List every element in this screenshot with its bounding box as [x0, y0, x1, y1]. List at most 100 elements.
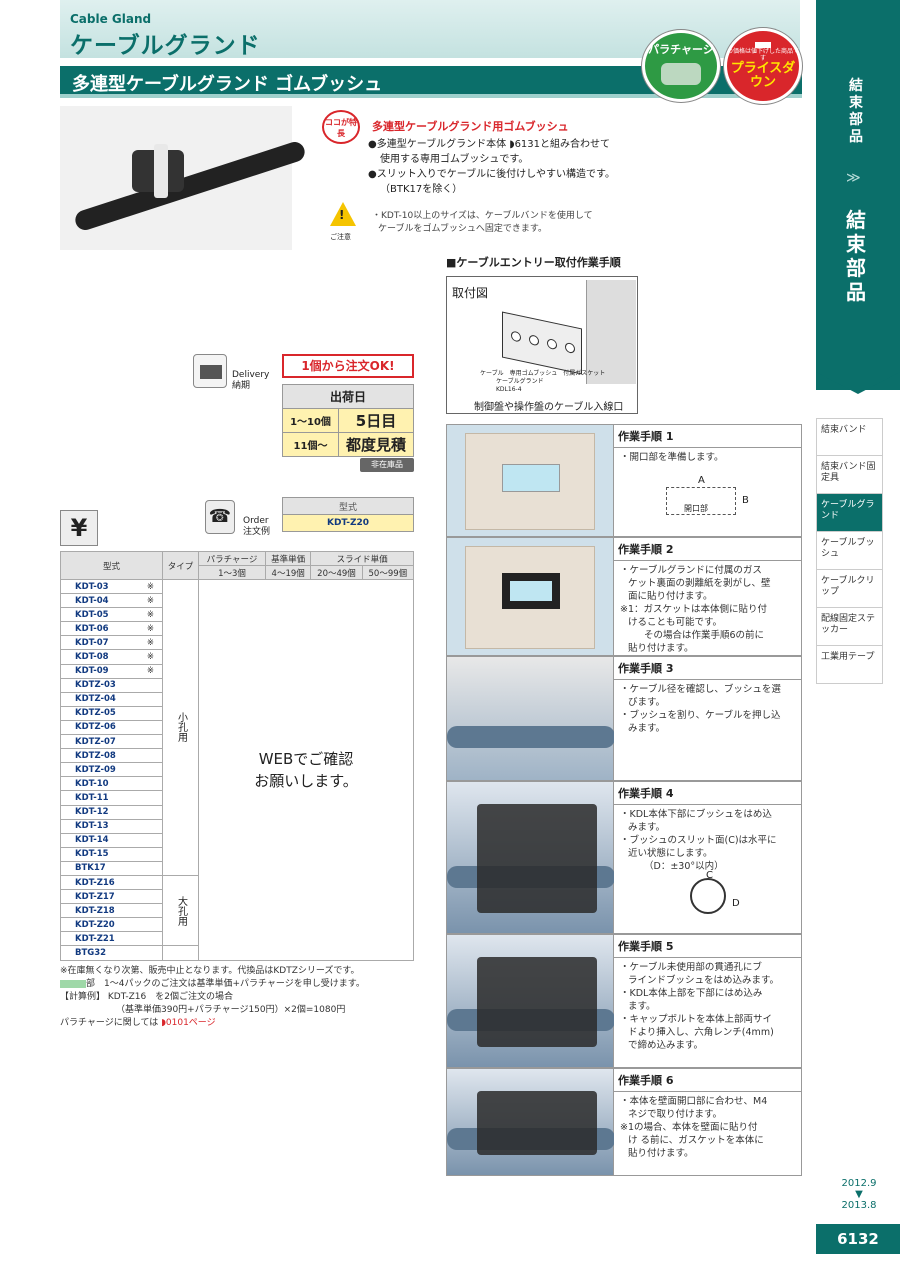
model-cell: KDT-10 [60, 776, 163, 792]
step-title: 作業手順 3 [614, 657, 801, 680]
rail-title-large: 結束部品 [846, 208, 866, 304]
type-small-cell: 小孔用 [162, 579, 199, 876]
table-row: KDT-10 [60, 776, 414, 792]
min-order-badge: 1個から注文OK! [282, 354, 414, 378]
price-notes: ※在庫無くなり次第、販売中止となります。代換品はKDTZシリーズです。 部 1〜… [60, 966, 365, 1028]
step-text-3: 作業手順 3・ケーブル径を確認し、ブッシュを選びます。・ブッシュを割り、ケーブル… [614, 656, 802, 781]
web-notice: WEBでご確認お願いします。 [198, 579, 414, 961]
title-en: Cable Gland [70, 12, 152, 26]
hand-icon [661, 63, 701, 85]
feature-title: 多連型ケーブルグランド用ゴムブッシュ [372, 120, 569, 133]
cable-shape [447, 725, 615, 748]
type-large-cell: 大孔用 [162, 874, 199, 947]
table-row: KDTZ-04 [60, 691, 414, 707]
phone-icon: ☎ [205, 500, 235, 534]
table-row: KDT-04※ [60, 593, 414, 609]
step-image-1 [446, 424, 614, 537]
step-image-5 [446, 934, 615, 1068]
model-cell: KDT-06※ [60, 621, 163, 637]
model-cell: KDT-08※ [60, 649, 163, 665]
wall-board [465, 433, 595, 530]
non-stock-badge: 非在庫品 [360, 458, 414, 472]
tab-cable-band[interactable]: 結束バンド [816, 418, 883, 456]
table-row: KDTZ-07 [60, 734, 414, 750]
model-cell: KDT-04※ [60, 593, 163, 609]
model-cell: KDT-05※ [60, 607, 163, 623]
table-row: KDTZ-08 [60, 748, 414, 764]
tab-industrial-tape[interactable]: 工業用テープ [816, 646, 883, 684]
warning-icon [330, 202, 356, 226]
category-tabs: 結束バンド 結束バンド固定具 ケーブルグランド ケーブルブッシュ ケーブルクリッ… [816, 418, 883, 684]
model-cell: KDT-13 [60, 818, 163, 834]
parachaage-badge: パラチャージ [642, 30, 720, 102]
step-image-6 [446, 1068, 615, 1176]
kdl-body [477, 804, 597, 913]
model-cell: KDT-03※ [60, 578, 163, 595]
tab-cable-gland[interactable]: ケーブルグランド [816, 494, 883, 532]
table-row: KDTZ-06 [60, 719, 414, 736]
tab-band-fixture[interactable]: 結束バンド固定具 [816, 456, 883, 494]
step-text-5: 作業手順 5・ケーブル未使用部の貫通孔にブラインドブッシュをはめ込みます。・KD… [614, 934, 802, 1068]
table-row: KDT-14 [60, 832, 414, 848]
model-cell: KDTZ-03 [60, 677, 163, 693]
rail-title-small: 結束部品 [849, 78, 863, 145]
table-row: KDT-05※ [60, 607, 414, 623]
entry-label: 取付図 [452, 286, 489, 300]
wall-board [465, 546, 595, 649]
table-row: KDT-Z21 [60, 931, 414, 947]
model-cell: KDTZ-05 [60, 705, 163, 721]
table-row: KDT-13 [60, 818, 414, 834]
panel-wall [586, 280, 636, 384]
page-link[interactable]: ◗0101ページ [161, 1018, 216, 1028]
tab-wiring-sticker[interactable]: 配線固定ステッカー [816, 608, 883, 646]
table-row: KDT-07※ [60, 635, 414, 651]
table-row: KDTZ-09 [60, 762, 414, 778]
caution-text: ・KDT-10以上のサイズは、ケーブルバンドを使用して ケーブルをゴムブッシュへ… [372, 211, 593, 234]
model-cell: BTK17 [60, 860, 163, 876]
model-cell: BTG32 [60, 945, 163, 961]
table-row: KDT-Z20 [60, 917, 414, 933]
cable-shape [72, 139, 308, 233]
model-cell: KDT-Z17 [60, 889, 163, 905]
table-row: KDT-11 [60, 790, 414, 806]
step-title: 作業手順 1 [614, 425, 801, 448]
table-row: KDTZ-03 [60, 677, 414, 693]
truck-icon [193, 354, 227, 388]
table-row: KDT-06※ [60, 621, 414, 637]
model-cell: KDT-Z20 [60, 917, 163, 933]
step-image-4 [446, 781, 615, 934]
step-title: 作業手順 6 [614, 1069, 801, 1092]
table-row: KDTZ-05 [60, 705, 414, 721]
step-image-2 [446, 537, 614, 656]
table-row: KDT-Z17 [60, 889, 414, 905]
title-jp: ケーブルグランド [70, 33, 261, 59]
price-table: 型式 タイプ パラチャージ 基準単価 スライド単価 1〜3個 4〜19個 20〜… [60, 551, 415, 961]
model-cell: KDT-07※ [60, 635, 163, 651]
table-row: KDT-15 [60, 846, 414, 862]
opening-diagram [666, 487, 736, 515]
model-cell: KDT-09※ [60, 663, 163, 679]
model-cell: KDT-Z21 [60, 931, 163, 947]
cable-tie-shape [154, 144, 168, 198]
step-text-4: 作業手順 4・KDL本体下部にブッシュをはめ込みます。・ブッシュのスリット面(C… [614, 781, 802, 934]
product-photo [60, 106, 308, 250]
table-row: KDT-08※ [60, 649, 414, 665]
page-number: 6132 [816, 1224, 900, 1254]
step-title: 作業手順 4 [614, 782, 801, 805]
chevron-down-icon: ≫ [846, 170, 861, 186]
model-cell: KDT-14 [60, 832, 163, 848]
price-down-badge: の価格は値下げした商品です プライスダウン [724, 28, 802, 104]
tab-cable-clip[interactable]: ケーブルクリップ [816, 570, 883, 608]
step-title: 作業手順 2 [614, 538, 801, 561]
tab-cable-bush[interactable]: ケーブルブッシュ [816, 532, 883, 570]
model-cell: KDT-Z16 [60, 874, 163, 891]
step-title: 作業手順 5 [614, 935, 801, 958]
green-box-icon [60, 979, 86, 988]
table-row: KDT-12 [60, 804, 414, 820]
table-row: KDT-Z18 [60, 903, 414, 919]
